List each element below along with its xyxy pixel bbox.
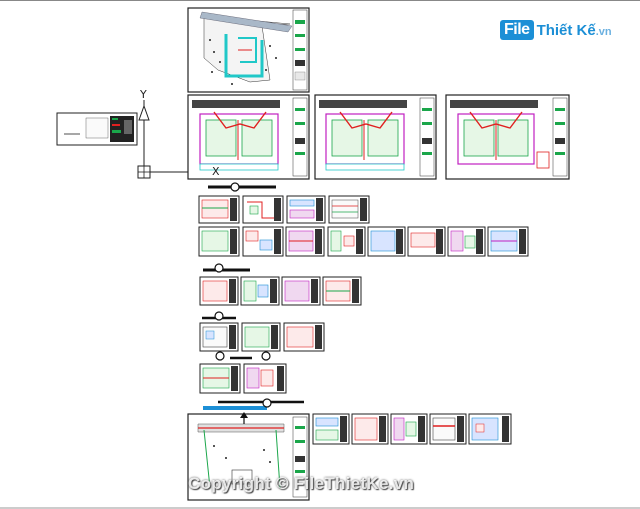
detail-sheet-row-e[interactable]: [199, 363, 287, 394]
site-plan-sheet[interactable]: [187, 7, 310, 93]
section-heading-2: [203, 263, 250, 273]
section-heading-1: [208, 182, 276, 192]
ucs-x-label: X: [212, 165, 220, 178]
detail-sheet-a1: [198, 195, 240, 224]
detail-sheet-a2: [242, 195, 284, 224]
logo-name: Thiết Kế: [536, 21, 596, 39]
detail-sheet-a4: [328, 195, 370, 224]
detail-sheet-row-d[interactable]: [199, 322, 325, 352]
legend-sheet[interactable]: [56, 112, 138, 146]
floor-plan-sheet-3[interactable]: [445, 94, 570, 180]
section-heading-5: [203, 398, 304, 410]
logo-text: Thiết Kế.vn: [537, 22, 612, 39]
section-heading-3: [202, 311, 236, 321]
ucs-y-label: Y: [140, 88, 147, 101]
detail-sheet-row-f[interactable]: [312, 413, 512, 445]
logo-file-badge: File: [500, 20, 534, 40]
detail-sheet-row-b[interactable]: [198, 226, 529, 257]
floor-plan-sheet-1[interactable]: [187, 94, 310, 180]
detail-sheet-a3: [286, 195, 326, 224]
section-heading-4: [215, 351, 271, 361]
detail-sheet-row-c[interactable]: [199, 276, 362, 306]
detail-sheet-row-a[interactable]: [198, 195, 370, 224]
floor-plan-sheet-2[interactable]: [314, 94, 437, 180]
copyright-watermark: Copyright © FileThietKe.vn: [188, 474, 415, 493]
logo-domain: .vn: [595, 25, 612, 38]
brand-logo: File Thiết Kế.vn: [500, 16, 612, 44]
bottom-site-plan-sheet[interactable]: [187, 412, 310, 501]
